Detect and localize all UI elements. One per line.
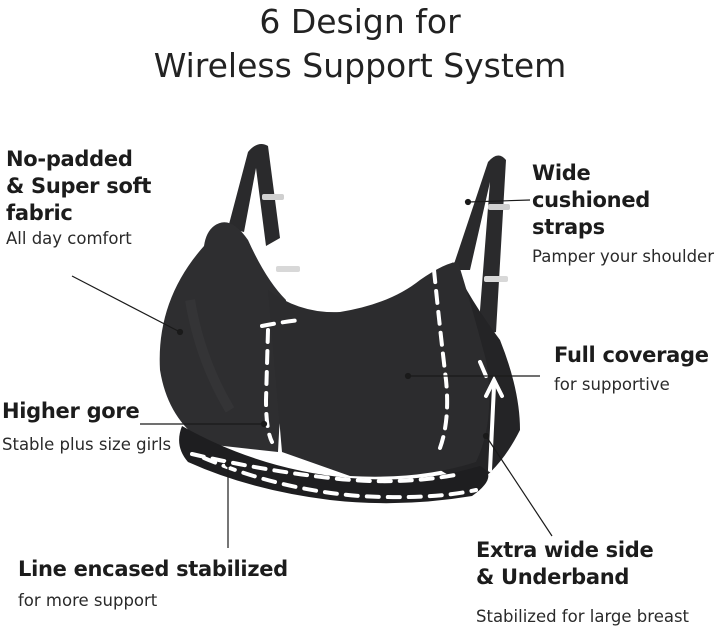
feature-heading: & Underband bbox=[476, 565, 630, 589]
left-strap bbox=[228, 144, 280, 246]
left-cup bbox=[159, 222, 286, 452]
feature-heading: No-padded bbox=[6, 147, 133, 171]
right-strap bbox=[452, 155, 506, 336]
feature-subtext: for supportive bbox=[554, 375, 670, 394]
left-strap-adjuster bbox=[262, 194, 284, 200]
feature-heading: & Super soft bbox=[6, 174, 152, 198]
underband-stitch bbox=[190, 452, 462, 484]
feature-subtext: Stable plus size girls bbox=[2, 435, 172, 454]
feature-subtext: Stabilized for large breast bbox=[476, 607, 690, 626]
band-stitch bbox=[202, 456, 478, 500]
feature-heading: Extra wide side bbox=[476, 538, 654, 562]
feature-heading: Line encased stabilized bbox=[18, 557, 288, 581]
feature-straps: Wide cushioned straps Pamper your should… bbox=[532, 160, 720, 269]
page-title-line-1: 6 Design for bbox=[259, 2, 461, 41]
feature-line-encased: Line encased stabilized for more support bbox=[18, 556, 288, 613]
cup-top-stitch bbox=[260, 318, 302, 328]
feature-subtext: for more support bbox=[18, 591, 158, 610]
feature-heading: Wide bbox=[532, 161, 591, 185]
underband bbox=[179, 426, 489, 504]
page-title-line-2: Wireless Support System bbox=[153, 46, 567, 85]
callout-line-straps bbox=[467, 199, 531, 203]
right-strap-adjuster bbox=[488, 204, 510, 210]
feature-heading: fabric bbox=[6, 201, 73, 225]
callout-line-no-padded bbox=[71, 275, 181, 333]
side-stitch bbox=[432, 268, 450, 450]
right-cup bbox=[268, 262, 490, 477]
feature-side-band: Extra wide side & Underband Stabilized f… bbox=[476, 537, 689, 629]
side-arrow bbox=[488, 384, 496, 472]
gore-stitch bbox=[263, 328, 274, 444]
feature-heading: Full coverage bbox=[554, 343, 709, 367]
feature-heading: Higher gore bbox=[2, 399, 140, 423]
feature-subtext: All day comfort bbox=[6, 229, 132, 248]
feature-coverage: Full coverage for supportive bbox=[554, 342, 709, 397]
feature-heading: cushioned straps bbox=[532, 188, 650, 239]
feature-no-padded: No-padded & Super soft fabric All day co… bbox=[6, 146, 151, 251]
feature-subtext: Pamper your shoulder bbox=[532, 247, 714, 266]
callout-line-side-band bbox=[485, 435, 553, 537]
feature-gore: Higher gore Stable plus size girls bbox=[2, 398, 171, 457]
